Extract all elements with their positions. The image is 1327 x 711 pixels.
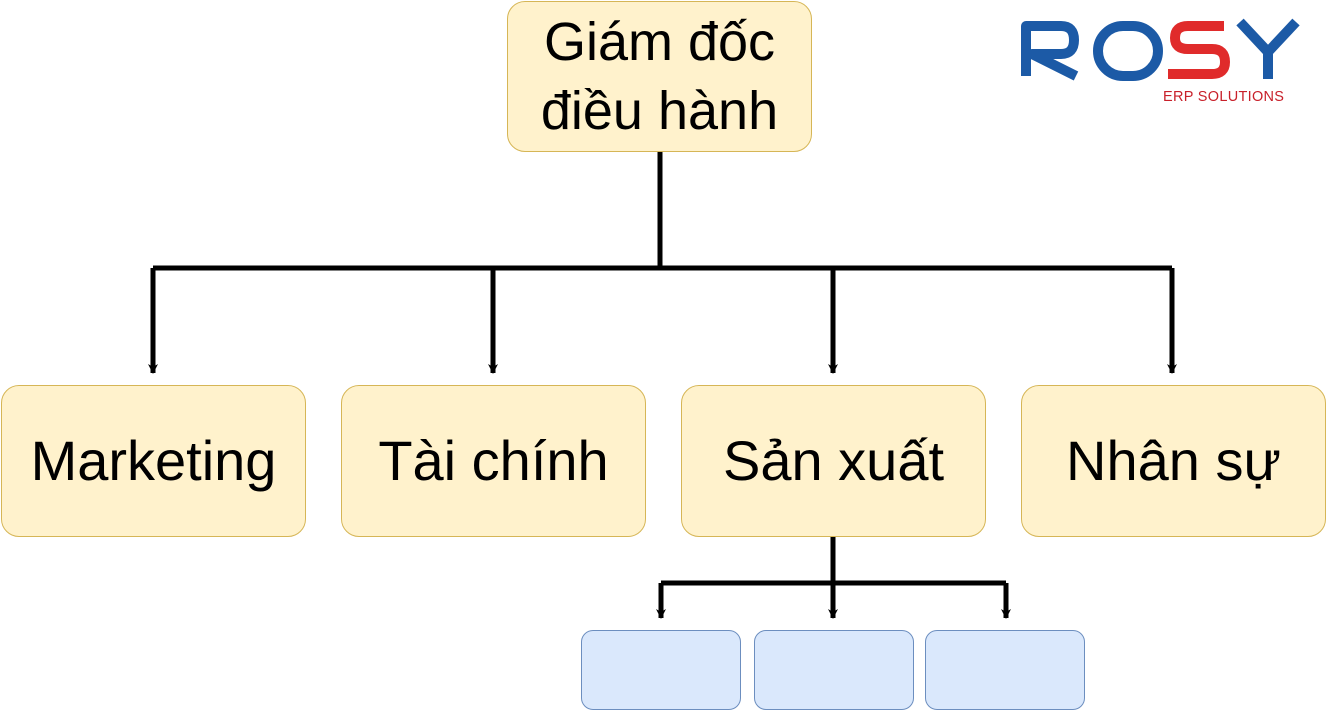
- logo-letter-s: [1168, 21, 1230, 79]
- sub-unit-box: [754, 630, 914, 710]
- node-marketing-label: Marketing: [30, 429, 277, 493]
- node-ceo: Giám đốc điều hành: [507, 1, 812, 152]
- node-hr-label: Nhân sự: [1066, 429, 1281, 493]
- logo-letter-o: [1093, 21, 1163, 81]
- node-marketing: Marketing: [1, 385, 306, 537]
- node-ceo-label-line1: Giám đốc: [543, 11, 776, 72]
- node-hr: Nhân sự: [1021, 385, 1326, 537]
- node-production-label: Sản xuất: [722, 429, 945, 493]
- logo-tagline: ERP SOLUTIONS: [1163, 89, 1285, 105]
- node-production: Sản xuất: [681, 385, 986, 537]
- node-ceo-label-line2: điều hành: [540, 80, 779, 141]
- logo-letter-y: [1236, 18, 1300, 79]
- node-finance-label: Tài chính: [378, 429, 609, 493]
- node-finance: Tài chính: [341, 385, 646, 537]
- sub-unit-box: [925, 630, 1085, 710]
- logo-letter-r: [1021, 21, 1079, 81]
- rosy-logo: [1021, 18, 1300, 81]
- sub-unit-box: [581, 630, 741, 710]
